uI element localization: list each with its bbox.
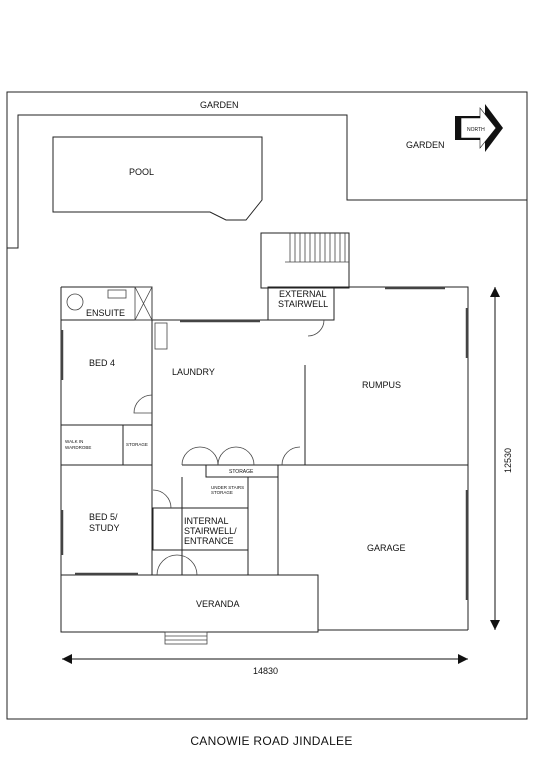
external-stairwell-label-1: EXTERNAL (279, 289, 327, 299)
property-boundary (6, 91, 528, 720)
dimension-depth (490, 287, 500, 630)
internal-label-3: ENTRANCE (184, 536, 234, 546)
storage-small-label: STORAGE (126, 442, 148, 447)
walk-in-label-2: WARDROBE (65, 445, 91, 450)
garage-label: GARAGE (367, 543, 406, 553)
bed5-label-2: STUDY (89, 523, 120, 533)
north-label: NORTH (467, 127, 485, 133)
garden-right-label: GARDEN (406, 140, 445, 150)
depth-dimension-label: 12530 (503, 448, 513, 473)
external-stairs (260, 232, 350, 289)
external-stairwell-label-2: STAIRWELL (278, 299, 328, 309)
bed4-label: BED 4 (89, 358, 115, 368)
under-stairs-label-1: UNDER STAIRS (211, 485, 244, 490)
under-stairs-label-2: STORAGE (211, 490, 233, 495)
storage-mid-label: STORAGE (229, 469, 254, 475)
veranda-label: VERANDA (196, 599, 240, 609)
width-dimension-label: 14830 (253, 666, 278, 676)
house-walls (60, 286, 469, 645)
garden-top-label: GARDEN (200, 100, 239, 110)
laundry-label: LAUNDRY (172, 367, 215, 377)
internal-label-1: INTERNAL (184, 516, 229, 526)
garden-boundary (7, 114, 527, 249)
ensuite-label: ENSUITE (86, 308, 125, 318)
north-arrow-icon (455, 104, 503, 152)
internal-label-2: STAIRWELL/ (184, 526, 237, 536)
dimension-width (62, 654, 468, 664)
rumpus-label: RUMPUS (362, 380, 401, 390)
walk-in-label-1: WALK IN (65, 439, 83, 444)
pool-label: POOL (129, 167, 154, 177)
pool (52, 136, 263, 221)
bed5-label-1: BED 5/ (89, 512, 118, 522)
plan-caption: CANOWIE ROAD JINDALEE (190, 734, 353, 748)
